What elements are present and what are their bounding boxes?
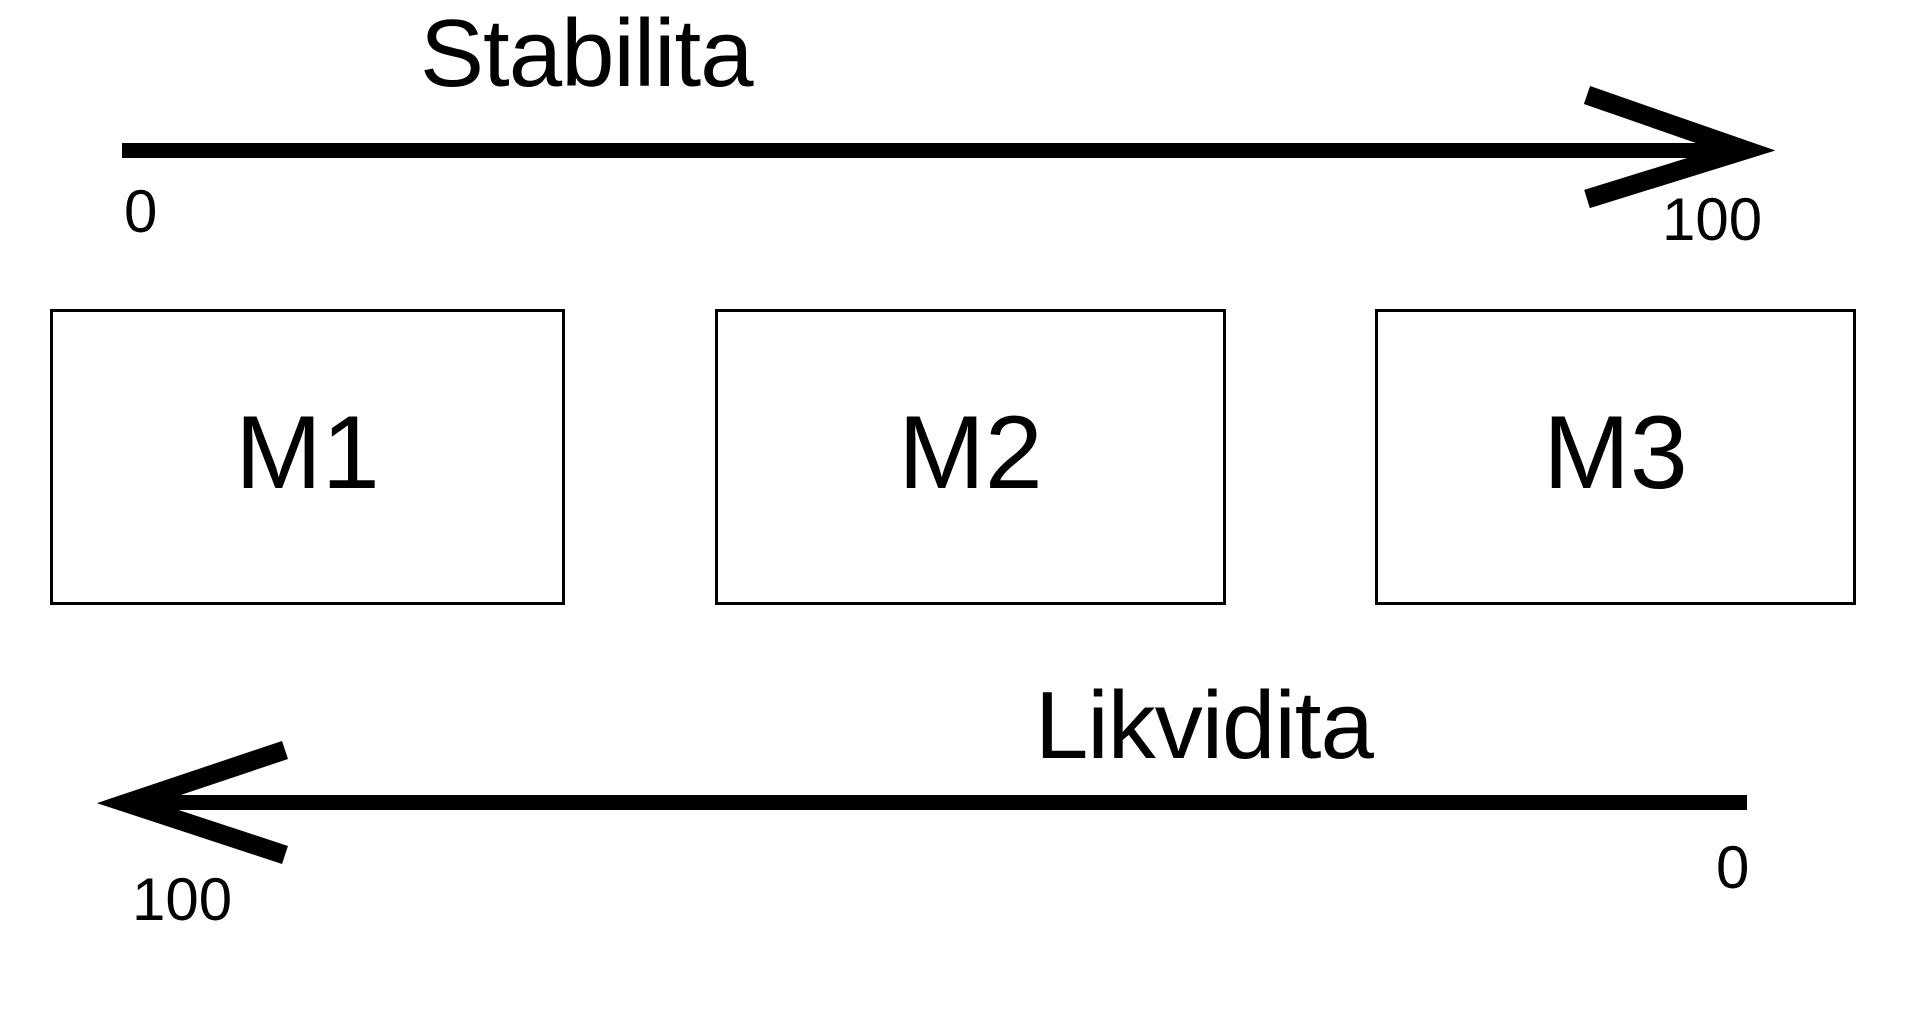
bottom-axis-start-label: 0 bbox=[1716, 834, 1750, 901]
aggregate-box-label: M3 bbox=[1543, 395, 1688, 511]
aggregate-box-label: M1 bbox=[235, 395, 380, 511]
aggregate-box-m1: M1 bbox=[50, 309, 565, 605]
bottom-axis-end-label: 100 bbox=[132, 866, 233, 933]
arrow-right-icon bbox=[122, 86, 1776, 209]
aggregate-box-m3: M3 bbox=[1375, 309, 1856, 605]
arrow-left-icon bbox=[96, 740, 1747, 865]
aggregate-box-m2: M2 bbox=[715, 309, 1226, 605]
bottom-axis-title: Likvidita bbox=[1035, 672, 1374, 779]
top-axis-title: Stabilita bbox=[420, 0, 754, 107]
top-axis-end-label: 100 bbox=[1662, 186, 1763, 253]
top-axis-start-label: 0 bbox=[124, 178, 158, 245]
aggregate-box-label: M2 bbox=[898, 395, 1043, 511]
